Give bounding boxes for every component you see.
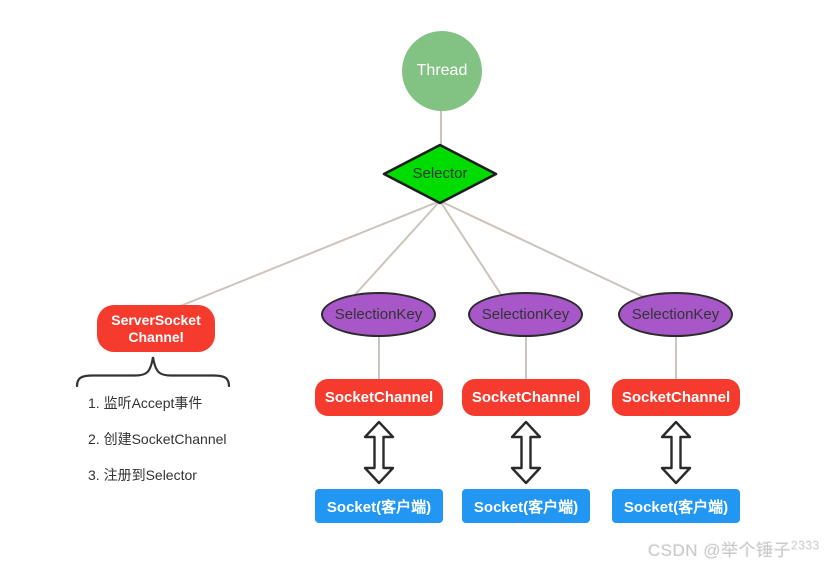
connector-selector-selectionkey-3	[439, 200, 649, 300]
double-arrow-icon	[363, 420, 395, 485]
selector-diamond-shape	[382, 143, 498, 205]
double-arrow-icon	[510, 420, 542, 485]
selection-key-node-1: SelectionKey	[321, 292, 436, 337]
note-item-3: 3. 注册到Selector	[88, 467, 197, 483]
selection-key-node-2: SelectionKey	[468, 292, 583, 337]
socket-channel-node-1: SocketChannel	[315, 379, 443, 416]
watermark-text: CSDN @举个锤子	[648, 541, 792, 560]
selection-key-node-3: SelectionKey	[618, 292, 733, 337]
selector-label: Selector	[412, 165, 468, 182]
connector-lines	[167, 110, 677, 381]
connector-selector-selectionkey-1	[351, 200, 441, 299]
socket-node-2: Socket(客户端)	[462, 489, 590, 523]
thread-node: Thread	[402, 31, 482, 111]
socket-channel-node-2: SocketChannel	[462, 379, 590, 416]
double-arrow-icon	[660, 420, 692, 485]
socket-node-3: Socket(客户端)	[612, 489, 740, 523]
brace	[75, 356, 231, 388]
notes-list: 1. 监听Accept事件 2. 创建SocketChannel 3. 注册到S…	[88, 394, 227, 502]
connector-selector-selectionkey-2	[439, 200, 503, 297]
note-item-1: 1. 监听Accept事件	[88, 395, 203, 411]
server-socket-channel-node: ServerSocket Channel	[97, 305, 215, 352]
thread-label: Thread	[416, 62, 468, 79]
server-socket-channel-label-line1: ServerSocket	[111, 311, 201, 328]
double-arrows	[363, 420, 692, 485]
server-socket-channel-label-line2: Channel	[128, 328, 184, 345]
socket-channel-node-3: SocketChannel	[612, 379, 740, 416]
watermark: CSDN @举个锤子2333	[648, 536, 820, 561]
watermark-superscript: 2333	[791, 538, 820, 553]
note-item-2: 2. 创建SocketChannel	[88, 431, 227, 447]
connector-selector-serversocketchannel	[167, 200, 441, 312]
socket-node-1: Socket(客户端)	[315, 489, 443, 523]
